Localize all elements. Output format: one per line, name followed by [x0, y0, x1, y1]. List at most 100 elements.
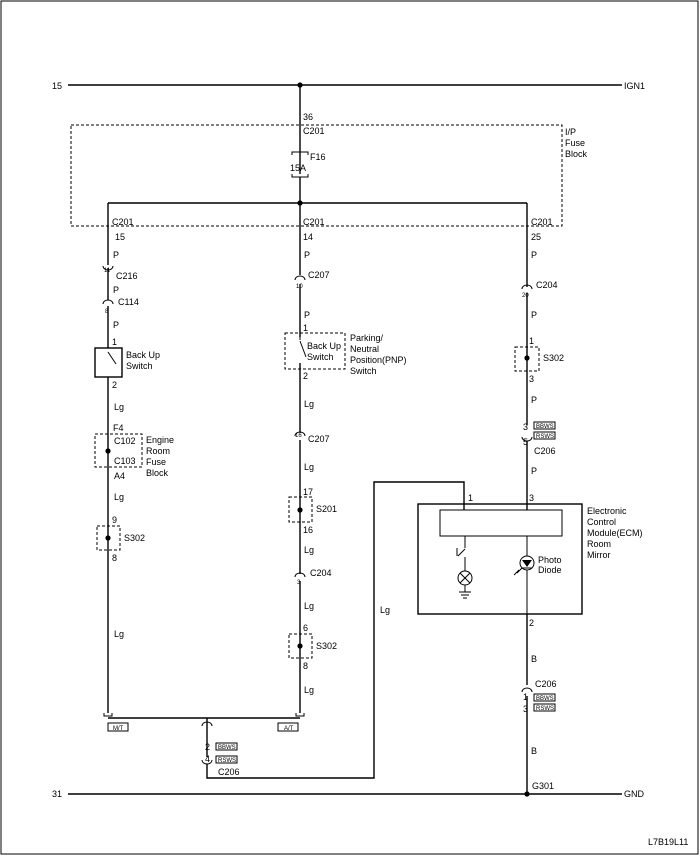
c204-right-name: C204	[536, 280, 558, 290]
out2-pin: 14	[303, 232, 313, 242]
c206-bottom-tag-1: BBWS	[536, 696, 554, 702]
s201-box	[288, 496, 313, 523]
c206-return-name: C206	[218, 767, 240, 777]
c206-return-pin-1: 2	[205, 742, 210, 752]
out1-connector: C201	[112, 217, 134, 227]
middle-branch: P 10 C207 P 1 Back Up Switch Parking/ Ne…	[277, 203, 407, 732]
ecm-module-box	[439, 509, 563, 537]
left-s302-box	[96, 525, 121, 551]
c207-bottom-name: C207	[308, 434, 330, 444]
c204-mid-connector	[294, 572, 306, 578]
left-switch-pin-out: 2	[112, 380, 117, 390]
c206-return-tag-1: BBWS	[218, 745, 236, 751]
right-wire-color-1: P	[531, 250, 537, 260]
ecm-pin-right: 3	[529, 493, 534, 503]
mid-s302-box	[288, 633, 313, 659]
engine-fuse-bottom-conn: C103	[114, 456, 136, 466]
mid-s302-top-pin: 6	[303, 623, 308, 633]
fuse-input-pin: 36	[303, 112, 313, 122]
pnp-inner-label-1: Back Up	[307, 341, 341, 351]
c206-return-tag-2: RSWS	[218, 758, 236, 764]
engine-fuse-bottom-pin: A4	[114, 471, 125, 481]
return-wire-to-ecm	[206, 481, 465, 779]
pnp-pin-out: 2	[303, 371, 308, 381]
c206-bottom-name: C206	[535, 679, 557, 689]
left-switch-label-1: Back Up	[126, 350, 160, 360]
fuse-input-connector: C201	[303, 126, 325, 136]
right-wire-color-3: P	[531, 395, 537, 405]
right-wire-color-6: B	[531, 746, 537, 756]
ecm-label-1: Electronic	[587, 506, 627, 516]
right-s302-name: S302	[543, 353, 564, 363]
c207-top-name: C207	[308, 270, 330, 280]
mid-wire-color-4: Lg	[304, 462, 314, 472]
engine-fuse-label-4: Block	[146, 468, 169, 478]
left-wire-color-5: Lg	[114, 492, 124, 502]
c206-bottom-pin-2: 3	[523, 704, 528, 714]
engine-fuse-label-1: Engine	[146, 435, 174, 445]
right-s302-top-pin: 1	[529, 336, 534, 346]
power-left-label: 15	[52, 81, 62, 91]
photo-diode-icon	[522, 560, 532, 567]
ecm-label-3: Module(ECM)	[587, 528, 643, 538]
c206-top-tag-1: BBWS	[536, 424, 554, 430]
ground-point-label: G301	[532, 781, 554, 791]
fuse-block-label-3: Block	[565, 149, 588, 159]
out3-connector: C201	[531, 217, 553, 227]
ground-right-label: GND	[624, 789, 645, 799]
left-wire-color-3: P	[113, 320, 119, 330]
mid-s302-name: S302	[316, 641, 337, 651]
engine-fuse-label-3: Fuse	[146, 457, 166, 467]
right-s302-bottom-pin: 3	[529, 374, 534, 384]
fuse-name: F16	[310, 152, 326, 162]
left-s302-bottom-pin: 8	[112, 553, 117, 563]
c206-bottom-pin-1: 1	[523, 692, 528, 702]
c206-return-pin-2: 4	[205, 754, 210, 764]
c206-top-tag-2: RSWS	[536, 434, 554, 440]
c204-mid-pin: 3	[297, 580, 301, 586]
out3-pin: 25	[531, 232, 541, 242]
c207-top-connector	[294, 275, 306, 281]
fuse-block-label-1: I/P	[565, 127, 576, 137]
right-branch: P 20 C204 P 1 S302 3 P 3 BBWS RSWS 5 C20…	[514, 203, 564, 510]
left-s302-name: S302	[124, 533, 145, 543]
ecm-label-2: Control	[587, 517, 616, 527]
left-wire-color-1: P	[113, 250, 119, 260]
c206-bottom-connector	[521, 687, 533, 693]
c204-right-connector	[521, 284, 533, 290]
left-s302-top-pin: 9	[112, 515, 117, 525]
c114-pin: 8	[105, 309, 109, 315]
left-wire-color-6: Lg	[114, 629, 124, 639]
pnp-pin-in: 1	[303, 323, 308, 333]
power-right-label: IGN1	[624, 81, 645, 91]
left-branch: P 11 C216 P 8 C114 P 1 Back Up Switch 2 …	[94, 203, 174, 732]
out1-pin: 15	[115, 232, 125, 242]
pnp-label-4: Switch	[350, 366, 377, 376]
at-tag-label: A/T	[284, 726, 294, 732]
pnp-label-1: Parking/	[350, 333, 384, 343]
pnp-label-3: Position(PNP)	[350, 355, 407, 365]
mt-tag	[107, 722, 129, 732]
engine-fuse-label-2: Room	[146, 446, 170, 456]
photo-label-2: Diode	[538, 565, 562, 575]
ecm-label-5: Mirror	[587, 550, 611, 560]
photo-label-1: Photo	[538, 555, 562, 565]
ground-left-label: 31	[52, 789, 62, 799]
c206-top-second-pin: 5	[523, 437, 528, 447]
c206-return-connector	[201, 759, 213, 765]
c207-bottom-connector	[294, 431, 306, 437]
mid-wire-color-3: Lg	[304, 399, 314, 409]
lamp-switch	[457, 548, 466, 557]
at-tag	[277, 722, 299, 732]
mid-wire-color-2: P	[304, 310, 310, 320]
c206-top-name: C206	[534, 446, 556, 456]
left-wire-color-2: P	[113, 285, 119, 295]
mid-s302-bottom-pin: 8	[303, 661, 308, 671]
pnp-inner-label-2: Switch	[307, 352, 334, 362]
c206-top-connector	[521, 436, 533, 442]
ecm-pin-left: 1	[468, 493, 473, 503]
fuse-block-label-2: Fuse	[565, 138, 585, 148]
